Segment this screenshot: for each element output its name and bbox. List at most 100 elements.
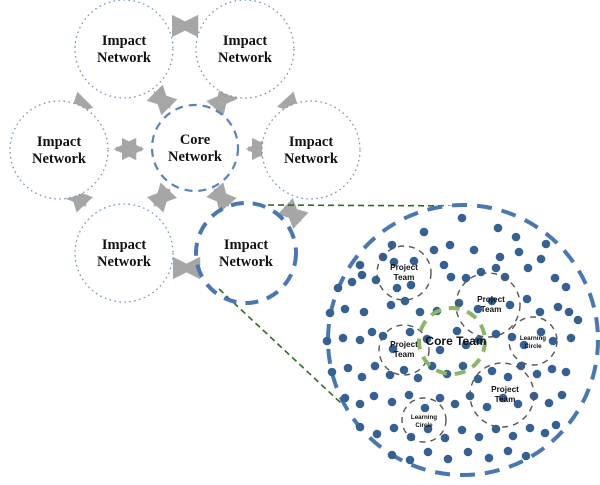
- network-node-dot: [389, 257, 399, 267]
- network-node-dot: [387, 240, 397, 250]
- arrow-bottomright-core: [206, 182, 237, 213]
- impact-network-bottom-left-label-line2: Network: [97, 254, 152, 270]
- network-node-dot: [535, 307, 545, 317]
- network-node-dot: [461, 273, 471, 283]
- network-node-dot: [340, 393, 350, 403]
- network-node-dot: [487, 366, 497, 376]
- impact-network-bottom-left-circle[interactable]: [74, 203, 174, 303]
- network-node-dot: [487, 296, 497, 306]
- network-node-dot: [505, 300, 515, 310]
- network-node-dot: [513, 399, 523, 409]
- network-node-dot: [469, 245, 479, 255]
- network-node-dot: [522, 294, 532, 304]
- network-node-dot: [371, 275, 381, 285]
- network-node-dot: [399, 365, 409, 375]
- impact-network-right-label-line2: Network: [284, 151, 339, 167]
- network-node-dot: [405, 327, 415, 337]
- network-node-dot: [544, 398, 554, 408]
- label-learning-circle-bottom-left-line1: Learning: [411, 414, 437, 421]
- subgroup-project-team-bottom-right[interactable]: [469, 362, 535, 428]
- core-network-circle[interactable]: [150, 103, 240, 193]
- zoom-outer-circle[interactable]: [326, 203, 600, 477]
- label-learning-circle-right-line2: Circle: [524, 343, 542, 350]
- network-node-dot: [541, 239, 551, 249]
- network-node-dot: [369, 391, 379, 401]
- network-node-dot: [473, 304, 483, 314]
- subgroup-core-team-circle[interactable]: [417, 306, 487, 376]
- network-node-dot: [474, 335, 484, 345]
- network-node-dot: [557, 390, 567, 400]
- label-learning-circle-bottom-left-line2: Circle: [415, 422, 433, 429]
- network-node-dot: [473, 374, 483, 384]
- impact-network-top-right-circle[interactable]: [195, 0, 295, 99]
- network-node-dot: [523, 263, 533, 273]
- label-project-team-upper-mid-line1: Project: [477, 295, 505, 304]
- network-node-dot: [491, 263, 501, 273]
- label-learning-circle-right-line1: Learning: [520, 335, 546, 342]
- network-node-dot: [514, 247, 524, 257]
- network-node-dot: [476, 267, 486, 277]
- subgroup-learning-circle-right[interactable]: [508, 316, 558, 366]
- network-node-dot: [355, 260, 365, 270]
- network-node-dot: [482, 402, 492, 412]
- network-node-dot: [370, 361, 380, 371]
- label-project-team-bottom-right-line2: Team: [495, 395, 516, 404]
- impact-network-top-left-label-line1: Impact: [102, 33, 146, 49]
- callout-line-bottom: [218, 288, 343, 405]
- network-node-dot: [400, 296, 410, 306]
- network-node-dot: [406, 280, 416, 290]
- subgroup-learning-circle-bottom-left[interactable]: [401, 397, 447, 443]
- network-node-dot: [553, 302, 563, 312]
- network-node-dot: [355, 335, 365, 345]
- label-project-team-top-left-line2: Team: [394, 273, 415, 282]
- network-node-dot: [443, 454, 453, 464]
- network-node-dot: [445, 240, 455, 250]
- network-node-dot: [457, 213, 467, 223]
- network-node-dot: [484, 453, 494, 463]
- network-node-dot: [355, 422, 365, 432]
- network-node-dot: [439, 260, 449, 270]
- network-node-dot: [461, 340, 471, 350]
- network-node-dot: [392, 283, 402, 293]
- network-node-dot: [347, 277, 357, 287]
- network-node-dot: [547, 364, 557, 374]
- network-node-dot: [519, 340, 529, 350]
- network-node-dot: [573, 315, 583, 325]
- network-node-dot: [325, 308, 335, 318]
- network-node-dot: [413, 373, 423, 383]
- network-node-dot: [493, 223, 503, 233]
- label-project-team-top-left-line1: Project: [390, 263, 418, 272]
- network-node-dot: [463, 447, 473, 457]
- network-node-dot: [387, 450, 397, 460]
- network-node-dot: [420, 403, 430, 413]
- label-project-team-upper-mid-line2: Team: [481, 305, 502, 314]
- impact-network-top-left-circle[interactable]: [74, 0, 174, 99]
- impact-network-right-circle[interactable]: [261, 100, 361, 200]
- network-node-dot: [419, 227, 429, 237]
- zoom-detail-labels: Project Team Project Team Project Team P…: [390, 263, 546, 429]
- network-node-dot: [446, 272, 456, 282]
- network-node-dot: [385, 370, 395, 380]
- network-node-dot: [423, 424, 433, 434]
- network-node-dot: [450, 399, 460, 409]
- subgroup-project-team-top-left[interactable]: [376, 245, 432, 301]
- impact-network-top-right-label-line2: Network: [218, 50, 273, 66]
- network-node-dot: [409, 256, 419, 266]
- arrow-topright-core: [206, 84, 238, 116]
- subgroup-project-team-left[interactable]: [378, 324, 430, 376]
- subgroup-project-team-upper-mid[interactable]: [455, 272, 521, 338]
- network-node-dot: [495, 252, 505, 262]
- impact-network-left-circle[interactable]: [9, 100, 109, 200]
- network-node-dot: [498, 393, 508, 403]
- network-node-dot: [355, 399, 365, 409]
- left-map-labels: Impact Network Impact Network Impact Net…: [32, 33, 339, 270]
- network-node-dot: [474, 432, 484, 442]
- impact-network-bottom-right-circle[interactable]: [194, 201, 298, 305]
- network-node-dot: [404, 390, 414, 400]
- network-node-dot: [457, 425, 467, 435]
- zoom-detail-group: [322, 203, 600, 477]
- network-node-dot: [532, 369, 542, 379]
- network-node-dot: [322, 336, 332, 346]
